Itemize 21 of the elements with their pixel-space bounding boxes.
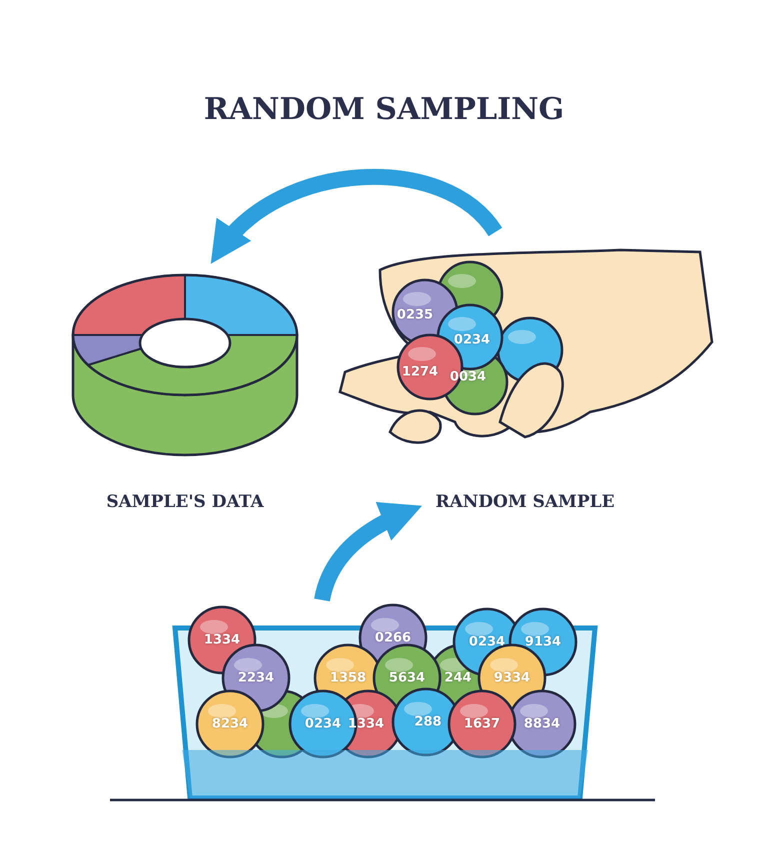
ball-number: 5634 — [388, 670, 426, 686]
ball-number: 2234 — [238, 670, 274, 686]
ball-number: 8234 — [212, 716, 248, 732]
ball-number: 9134 — [524, 634, 562, 650]
ball-number: 0266 — [374, 630, 412, 646]
ball-number: 0234 — [468, 634, 506, 650]
caption-label: SAMPLE'S DATA — [105, 492, 265, 512]
curved-arrow — [209, 169, 502, 263]
ball-number: 0235 — [396, 308, 434, 322]
ball-number: 1358 — [330, 670, 366, 686]
ball-number: 8834 — [524, 716, 560, 732]
ball-number: 9334 — [494, 670, 530, 686]
ball-number: 1334 — [204, 632, 240, 648]
ball-number: 1274 — [402, 364, 438, 380]
ball-number: 288 — [414, 714, 442, 730]
caption-label: RANDOM SAMPLE — [434, 492, 616, 512]
diagram-title: RANDOM SAMPLING — [202, 92, 566, 127]
ball-number: 244 — [444, 670, 472, 686]
ball-number: 0234 — [304, 716, 342, 732]
ball-number: 0234 — [454, 332, 490, 348]
ball-number: 1637 — [464, 716, 500, 732]
